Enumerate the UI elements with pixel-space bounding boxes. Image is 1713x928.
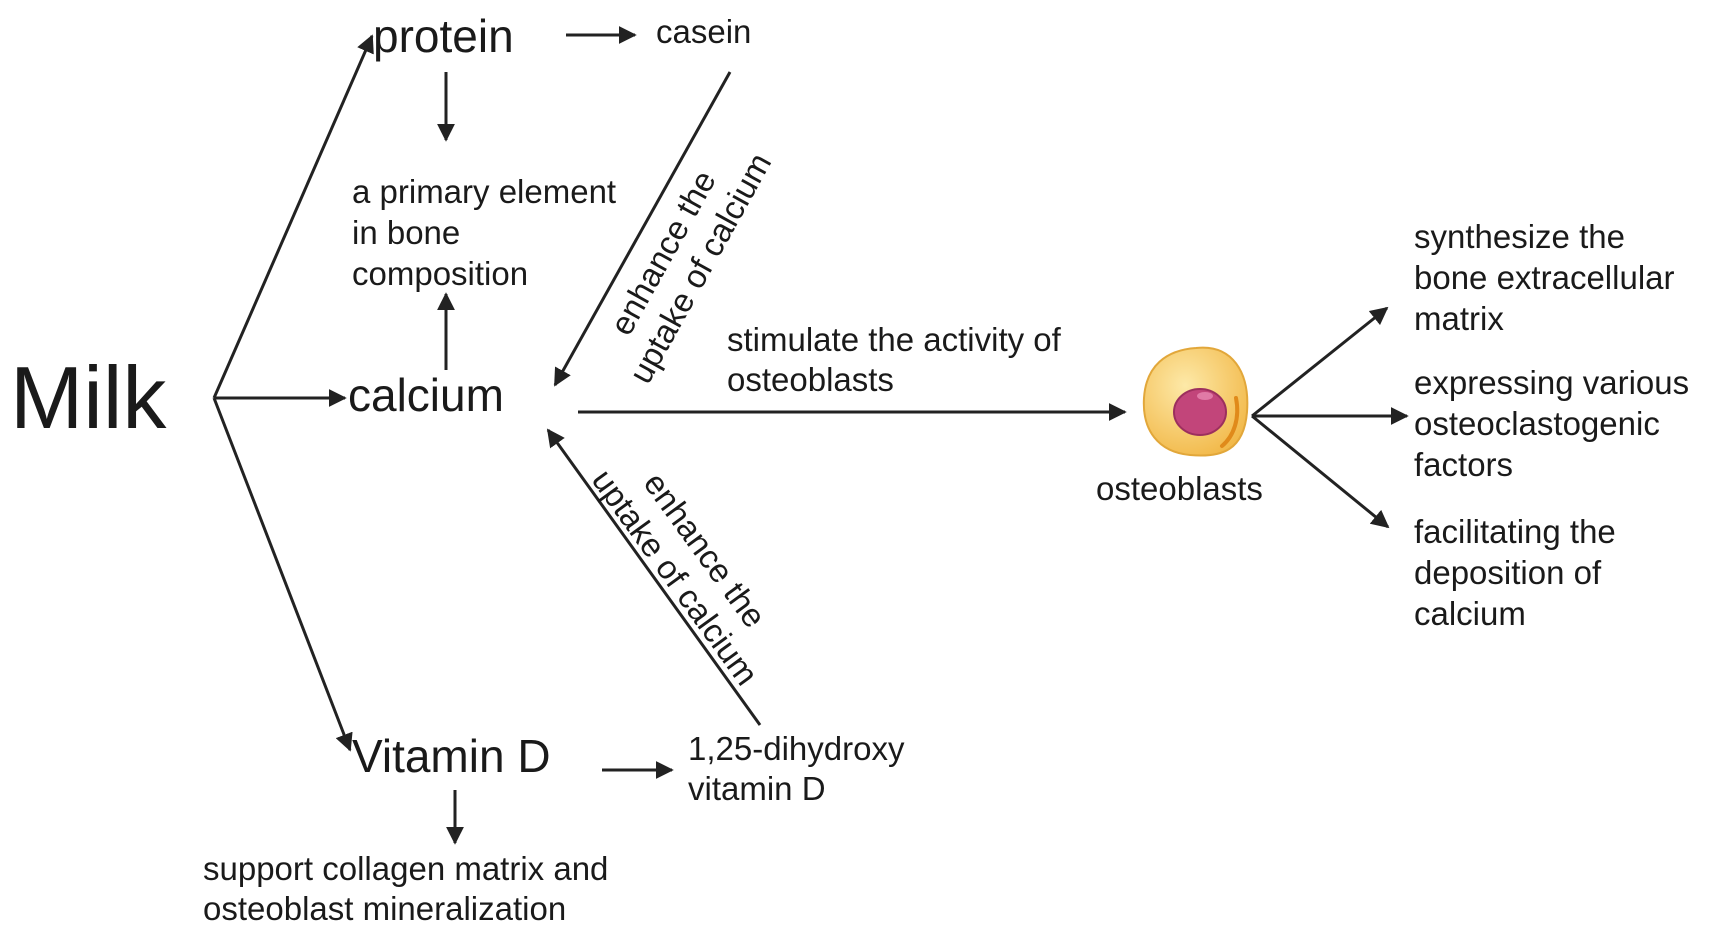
cell-edge-highlight: [1220, 396, 1240, 448]
facilitating-line-3: calcium: [1414, 595, 1526, 632]
collagen-label: support collagen matrix and osteoblast m…: [203, 850, 618, 927]
synthesize-line-2: bone extracellular: [1414, 259, 1675, 296]
nucleus-icon: [1173, 388, 1227, 436]
milk-label: Milk: [10, 348, 167, 447]
stimulate-line-1: stimulate the activity of: [727, 321, 1062, 358]
bone-element-label: a primary element in bone composition: [352, 173, 625, 292]
synthesize-line-3: matrix: [1414, 300, 1504, 337]
calcium-label: calcium: [348, 369, 504, 421]
arrow-milk-to-protein: [212, 34, 374, 399]
bone-element-line-1: a primary element: [352, 173, 616, 210]
collagen-line-1: support collagen matrix and: [203, 850, 608, 887]
arrows: [212, 26, 1409, 845]
stimulate-line-2: osteoblasts: [727, 361, 894, 398]
dihydroxy-line-2: vitamin D: [688, 770, 826, 807]
facilitating-line-2: deposition of: [1414, 554, 1602, 591]
bone-element-line-2: in bone: [352, 214, 460, 251]
expressing-line-3: factors: [1414, 446, 1513, 483]
expressing-line-1: expressing various: [1414, 364, 1689, 401]
bone-element-line-3: composition: [352, 255, 528, 292]
facilitating-line-1: facilitating the: [1414, 513, 1616, 550]
arrow-dihydroxy-to-calcium: [546, 428, 762, 726]
synthesize-label: synthesize the bone extracellular matrix: [1414, 218, 1684, 337]
dihydroxy-line-1: 1,25-dihydroxy: [688, 730, 905, 767]
expressing-line-2: osteoclastogenic: [1414, 405, 1660, 442]
synthesize-line-1: synthesize the: [1414, 218, 1625, 255]
arrow-osteoblasts-to-synthesize: [1251, 306, 1389, 418]
protein-label: protein: [373, 10, 514, 62]
osteoblasts-label: osteoblasts: [1096, 470, 1263, 507]
arrow-casein-to-calcium: [553, 71, 732, 387]
svg-text:enhance the uptake of ca: enhance the uptake of calcium: [585, 439, 798, 692]
casein-label: casein: [656, 13, 751, 50]
facilitating-label: facilitating the deposition of calcium: [1414, 513, 1625, 632]
arrow-milk-to-vitamin-d: [212, 397, 353, 752]
expressing-label: expressing various osteoclastogenic fact…: [1414, 364, 1698, 483]
stimulate-label: stimulate the activity of osteoblasts: [727, 321, 1070, 398]
arrow-osteoblasts-to-facilitating: [1251, 414, 1390, 529]
osteoblast-cell-icon: [1142, 346, 1249, 457]
dihydroxy-edge-label: enhance the uptake of calcium: [585, 439, 798, 692]
vitamin-d-label: Vitamin D: [352, 730, 551, 782]
dihydroxy-label: 1,25-dihydroxy vitamin D: [688, 730, 914, 807]
collagen-line-2: osteoblast mineralization: [203, 890, 566, 927]
nucleus-highlight: [1197, 392, 1213, 400]
